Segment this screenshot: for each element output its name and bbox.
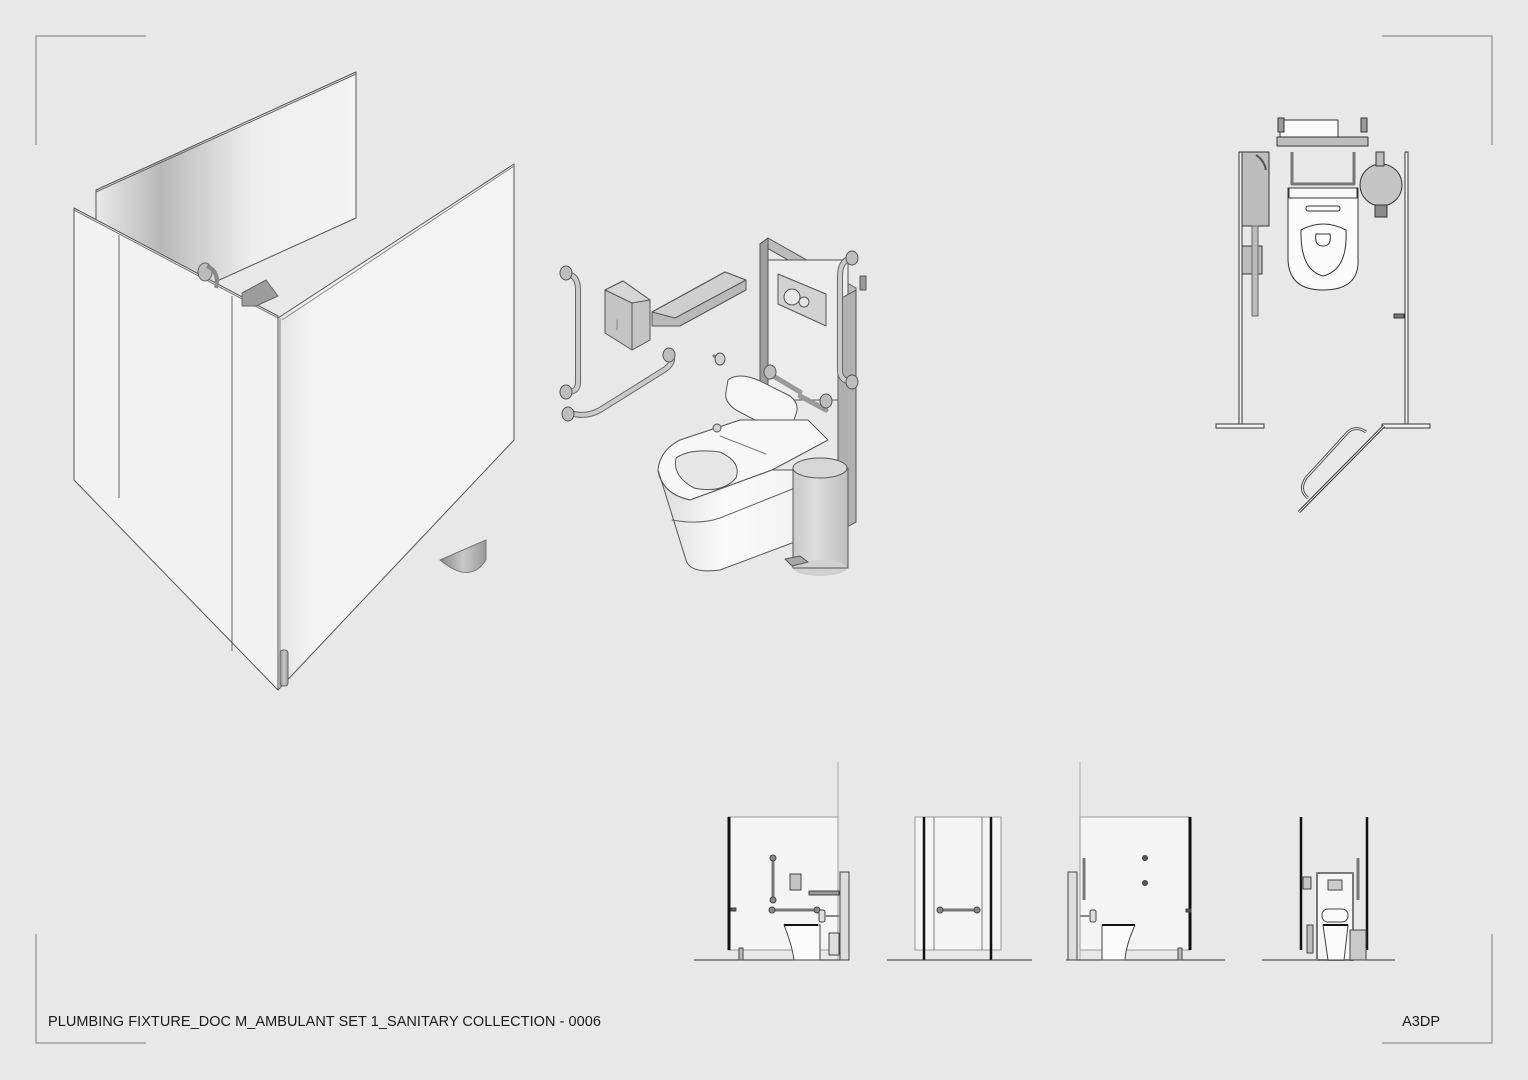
frame-corner-bottom-left: [35, 934, 146, 1044]
frame-corner-bottom-right: [1382, 934, 1493, 1044]
elevation-1: [694, 762, 850, 961]
wall-hung-wc-pan: [657, 419, 829, 572]
plan-wc-pan: [1287, 152, 1359, 291]
cubicle-right-panel: [277, 163, 515, 691]
wc-pan-underside: [439, 539, 487, 573]
coat-hook: [712, 352, 726, 366]
brand-label: A3DP: [1402, 1014, 1440, 1030]
frame-corner-top-right: [1382, 35, 1493, 145]
toilet-roll-dispenser: [604, 280, 651, 351]
frame-corner-top-left: [35, 35, 146, 145]
frame-grab-rail: [837, 250, 867, 390]
plan-door-handle: [1393, 313, 1405, 319]
plan-door: [1297, 424, 1386, 514]
wc-frame-with-cistern: [759, 237, 857, 533]
elevation-3: [1066, 762, 1225, 961]
back-rest: [725, 364, 833, 432]
sheet-title: PLUMBING FIXTURE_DOC M_AMBULANT SET 1_SA…: [48, 1014, 602, 1030]
pedal-bin: [784, 457, 849, 576]
plan-pedal-bin: [1359, 151, 1403, 218]
door-foot: [279, 649, 289, 687]
vertical-grab-rail: [559, 265, 581, 400]
elevation-2: [887, 816, 1032, 961]
elevation-4: [1262, 817, 1395, 961]
horizontal-grab-rail: [561, 347, 676, 422]
toilet-roll-dispenser: [241, 279, 279, 307]
